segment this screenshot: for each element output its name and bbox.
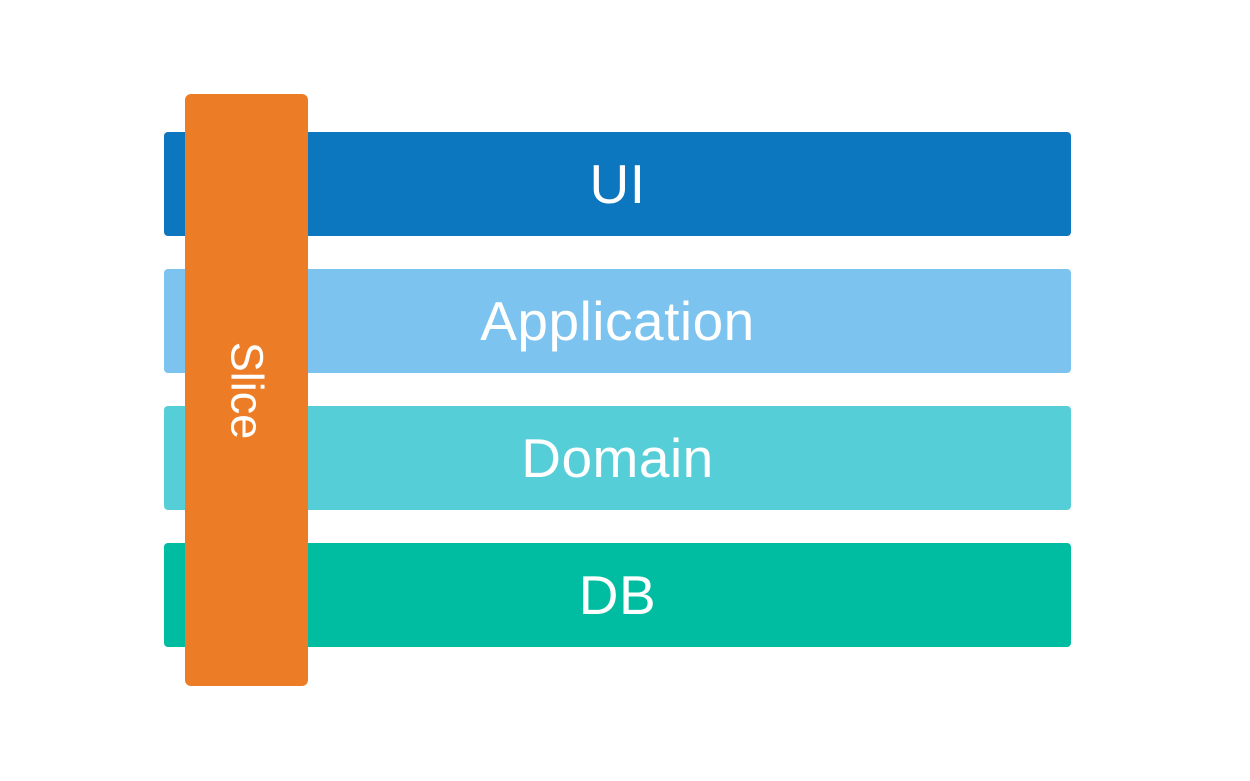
layer-label-ui: UI [589, 152, 646, 215]
layer-bar-ui: UI [164, 132, 1071, 236]
layer-bar-db: DB [164, 543, 1071, 647]
layer-label-db: DB [578, 563, 657, 626]
layer-bar-domain: Domain [164, 406, 1071, 510]
layer-label-application: Application [480, 289, 755, 352]
layer-bar-application: Application [164, 269, 1071, 373]
vertical-slice-bar: Slice [185, 94, 308, 686]
layer-label-domain: Domain [521, 426, 714, 489]
slice-label: Slice [220, 341, 272, 439]
